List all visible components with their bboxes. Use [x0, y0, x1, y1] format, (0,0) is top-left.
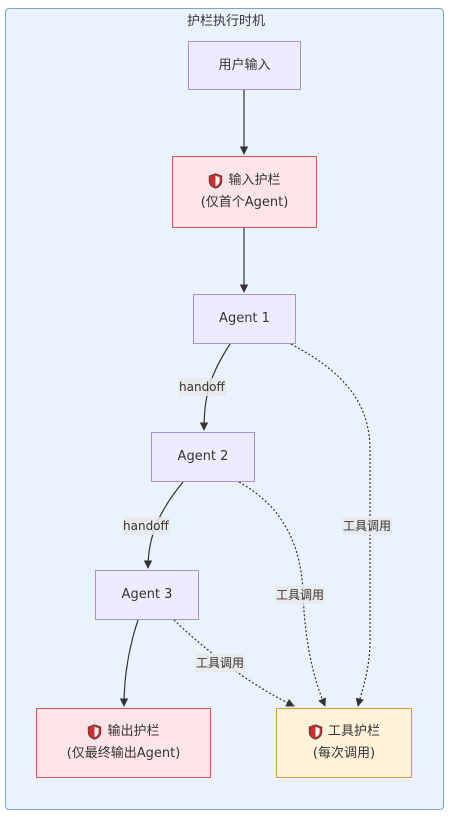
node-agent-1[interactable]: Agent 1: [193, 294, 296, 344]
shield-icon: [308, 724, 323, 740]
node-agent-3-label: Agent 3: [121, 587, 173, 602]
node-tool-guardrail[interactable]: 工具护栏 (每次调用): [276, 708, 412, 778]
node-agent-3[interactable]: Agent 3: [95, 570, 199, 620]
node-agent-2-label: Agent 2: [177, 449, 229, 464]
node-input-guardrail-title: 输入护栏: [228, 173, 281, 188]
node-user-input-label: 用户输入: [218, 57, 271, 73]
edge-label-handoff-1: handoff: [178, 378, 226, 396]
node-agent-1-label: Agent 1: [219, 311, 270, 326]
node-tool-guardrail-title: 工具护栏: [327, 724, 380, 739]
edge-agent2-to-toolguard: [238, 481, 326, 707]
guardrail-timing-cluster: [5, 8, 444, 810]
shield-icon: [208, 173, 223, 189]
node-input-guardrail[interactable]: 输入护栏 (仅首个Agent): [172, 156, 317, 228]
cluster-title: 护栏执行时机: [186, 14, 265, 29]
edge-agent1-to-toolguard: [290, 343, 371, 707]
node-output-guardrail-subtitle: (仅最终输出Agent): [66, 746, 181, 761]
node-output-guardrail-title: 输出护栏: [107, 724, 160, 739]
node-input-guardrail-subtitle: (仅首个Agent): [200, 195, 289, 210]
shield-icon: [87, 724, 102, 740]
edge-label-tool-call-1: 工具调用: [342, 517, 393, 535]
node-tool-guardrail-subtitle: (每次调用): [312, 746, 376, 761]
node-agent-2[interactable]: Agent 2: [151, 432, 255, 482]
node-output-guardrail[interactable]: 输出护栏 (仅最终输出Agent): [36, 708, 211, 778]
edge-agent3-to-outputguard: [119, 619, 139, 707]
edge-label-handoff-2: handoff: [122, 517, 170, 535]
edge-label-tool-call-3: 工具调用: [195, 654, 246, 672]
node-user-input[interactable]: 用户输入: [188, 41, 301, 90]
edge-label-tool-call-2: 工具调用: [275, 586, 326, 604]
